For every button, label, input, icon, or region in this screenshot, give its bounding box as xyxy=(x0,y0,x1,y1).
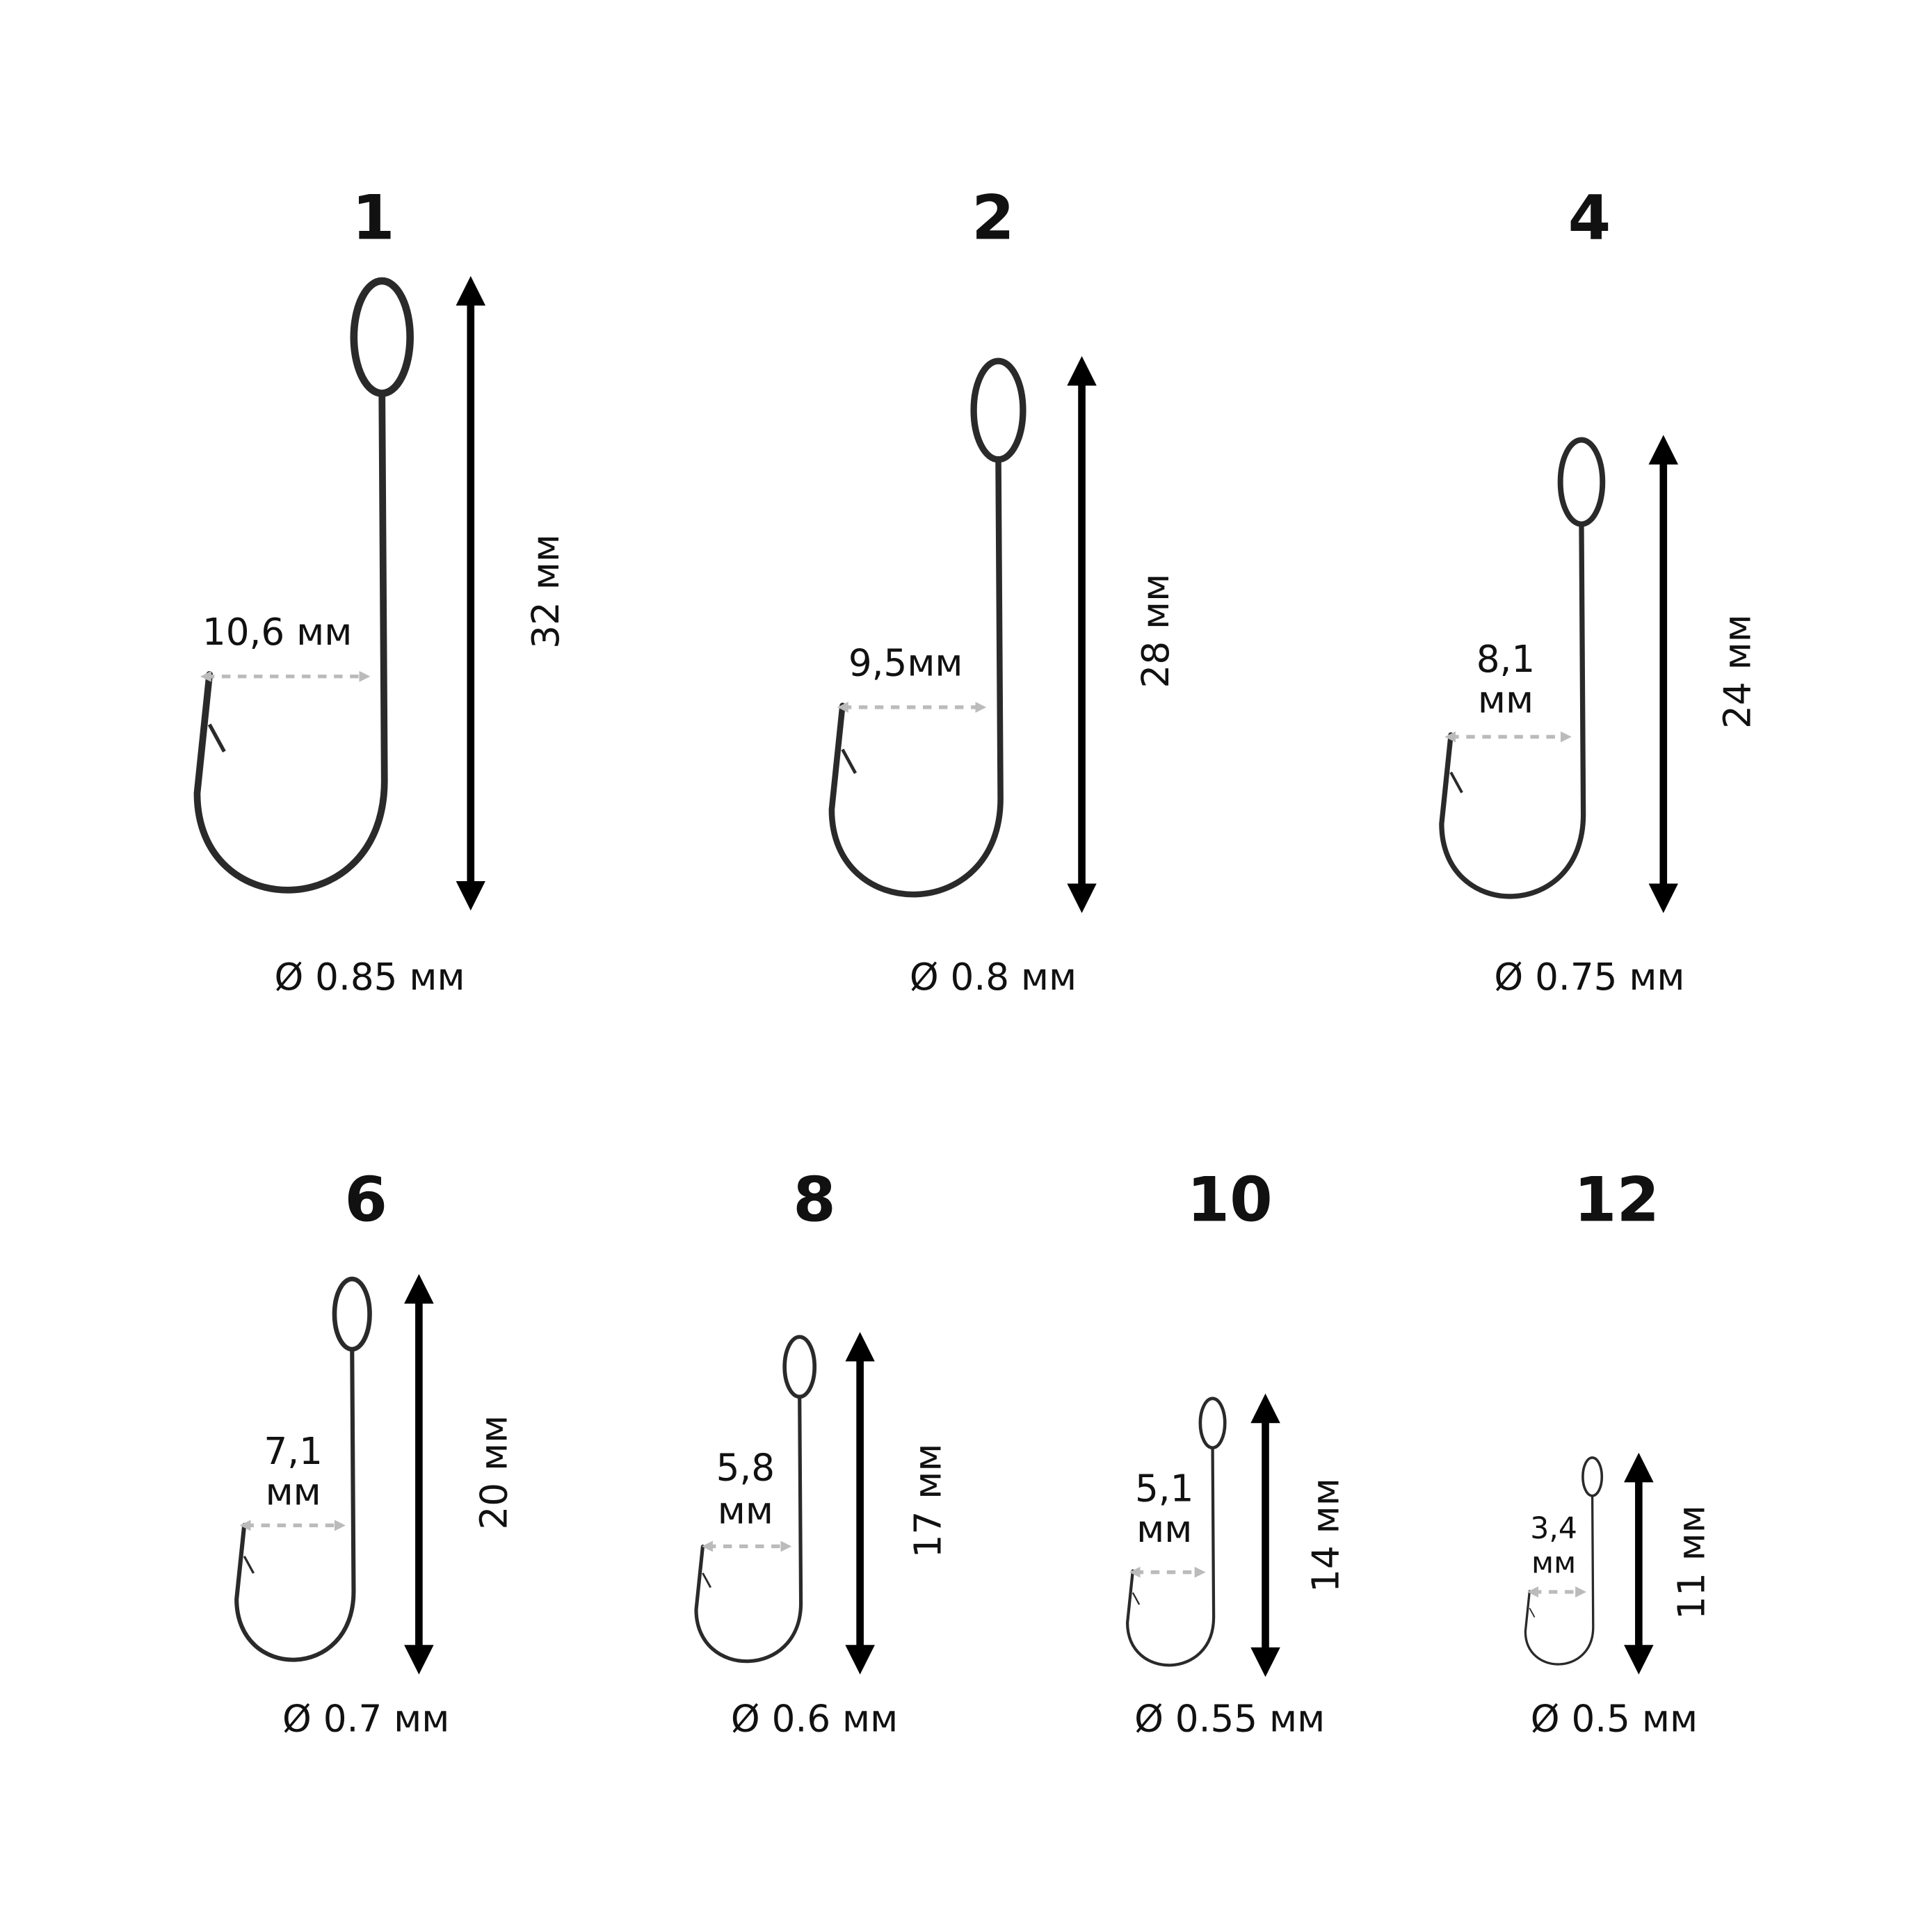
gap-width-label: 9,5мм xyxy=(848,641,963,684)
hook-eye-icon xyxy=(1198,1396,1227,1449)
hook-size-number: 8 xyxy=(793,1164,836,1235)
hook-item-size-2: 2 Ø 0.8 мм 28 мм 9,5мм xyxy=(828,182,1177,999)
wire-diameter-label: Ø 0.6 мм xyxy=(731,1698,898,1741)
gap-width-label: мм xyxy=(718,1489,773,1532)
hook-item-size-6: 6 Ø 0.7 мм 20 мм 7,1мм xyxy=(234,1164,516,1741)
hook-body-icon xyxy=(1125,1446,1216,1667)
hook-size-number: 1 xyxy=(352,182,395,253)
wire-diameter-label: Ø 0.55 мм xyxy=(1134,1698,1325,1741)
wire-diameter-label: Ø 0.5 мм xyxy=(1531,1698,1698,1741)
hook-body-icon xyxy=(234,1347,356,1662)
length-label: 20 мм xyxy=(473,1415,516,1530)
wire-diameter-label: Ø 0.7 мм xyxy=(282,1698,449,1741)
hook-eye-icon xyxy=(1557,437,1606,527)
gap-width-label: мм xyxy=(1136,1508,1192,1551)
length-label: 17 мм xyxy=(906,1444,949,1559)
wire-diameter-label: Ø 0.8 мм xyxy=(910,956,1077,999)
hook-barb-icon xyxy=(207,723,226,752)
gap-width-label: 3,4 xyxy=(1530,1512,1577,1546)
length-label: 11 мм xyxy=(1671,1505,1714,1620)
hook-barb-icon xyxy=(841,748,858,774)
length-label: 32 мм xyxy=(524,534,567,649)
hook-item-size-8: 8 Ø 0.6 мм 17 мм 5,8мм xyxy=(694,1164,949,1741)
hook-body-icon xyxy=(1524,1495,1595,1666)
hook-size-number: 12 xyxy=(1574,1164,1659,1235)
hook-barb-icon xyxy=(1529,1607,1536,1618)
wire-diameter-label: Ø 0.75 мм xyxy=(1494,956,1684,999)
gap-width-label: мм xyxy=(1531,1547,1576,1581)
hook-body-icon xyxy=(694,1394,803,1664)
gap-width-label: 8,1 xyxy=(1476,638,1536,681)
gap-width-label: 5,8 xyxy=(716,1446,775,1489)
hook-barb-icon xyxy=(1449,771,1463,794)
hook-eye-icon xyxy=(970,357,1027,463)
length-label: 28 мм xyxy=(1134,574,1177,689)
gap-width-label: 5,1 xyxy=(1135,1467,1194,1510)
length-label: 14 мм xyxy=(1305,1478,1348,1593)
hook-size-number: 4 xyxy=(1568,182,1611,253)
hook-item-size-1: 1 Ø 0.85 мм 32 мм 10,6 мм xyxy=(193,182,567,999)
hook-eye-icon xyxy=(1581,1456,1604,1497)
gap-width-label: 7,1 xyxy=(264,1430,323,1473)
hook-body-icon xyxy=(193,389,388,894)
hook-barb-icon xyxy=(1132,1592,1141,1605)
hook-item-size-10: 10 Ø 0.55 мм 14 мм 5,1мм xyxy=(1125,1164,1348,1741)
hook-item-size-4: 4 Ø 0.75 мм 24 мм 8,1мм xyxy=(1439,182,1759,999)
hook-size-number: 2 xyxy=(972,182,1015,253)
hook-eye-icon xyxy=(332,1276,372,1352)
hook-body-icon xyxy=(1439,522,1586,899)
hook-eye-icon xyxy=(350,277,414,397)
hook-body-icon xyxy=(828,456,1004,898)
hook-barb-icon xyxy=(702,1572,712,1588)
gap-width-label: мм xyxy=(1478,679,1533,722)
hook-size-number: 6 xyxy=(344,1164,387,1235)
length-label: 24 мм xyxy=(1716,614,1759,729)
hook-eye-icon xyxy=(782,1335,817,1399)
hook-size-number: 10 xyxy=(1187,1164,1273,1235)
hook-item-size-12: 12 Ø 0.5 мм 11 мм 3,4мм xyxy=(1524,1164,1714,1741)
hook-barb-icon xyxy=(243,1555,255,1574)
wire-diameter-label: Ø 0.85 мм xyxy=(274,956,465,999)
gap-width-label: 10,6 мм xyxy=(202,611,352,654)
gap-width-label: мм xyxy=(266,1471,321,1514)
